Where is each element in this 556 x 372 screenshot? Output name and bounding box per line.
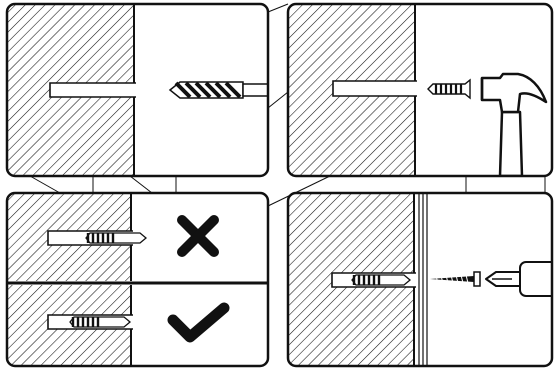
drill-hole bbox=[333, 81, 417, 96]
wall-plug-icon bbox=[85, 232, 148, 244]
panel-insert-plug-frame bbox=[286, 2, 554, 178]
screw-icon bbox=[430, 271, 481, 287]
screwdriver-icon bbox=[485, 261, 552, 297]
panel-drill-frame bbox=[5, 2, 270, 178]
drill-hole bbox=[50, 83, 136, 97]
correct-icon bbox=[167, 302, 230, 343]
wrong-icon bbox=[177, 215, 219, 257]
wall-plug-icon bbox=[69, 316, 132, 328]
panel-depth-check-frame bbox=[5, 191, 270, 368]
wall-plug-icon bbox=[351, 274, 412, 286]
panel-drill bbox=[7, 4, 268, 176]
connector-lines bbox=[29, 3, 546, 207]
panel-drive-screw-frame bbox=[286, 191, 554, 368]
panel-drive-screw bbox=[288, 193, 552, 366]
hammer-icon bbox=[480, 72, 548, 176]
mounted-board bbox=[418, 193, 428, 366]
panel-depth-check bbox=[7, 193, 268, 366]
drill-bit-icon bbox=[168, 81, 268, 99]
wall-plug-icon bbox=[427, 78, 471, 100]
panel-insert-plug bbox=[288, 4, 548, 176]
